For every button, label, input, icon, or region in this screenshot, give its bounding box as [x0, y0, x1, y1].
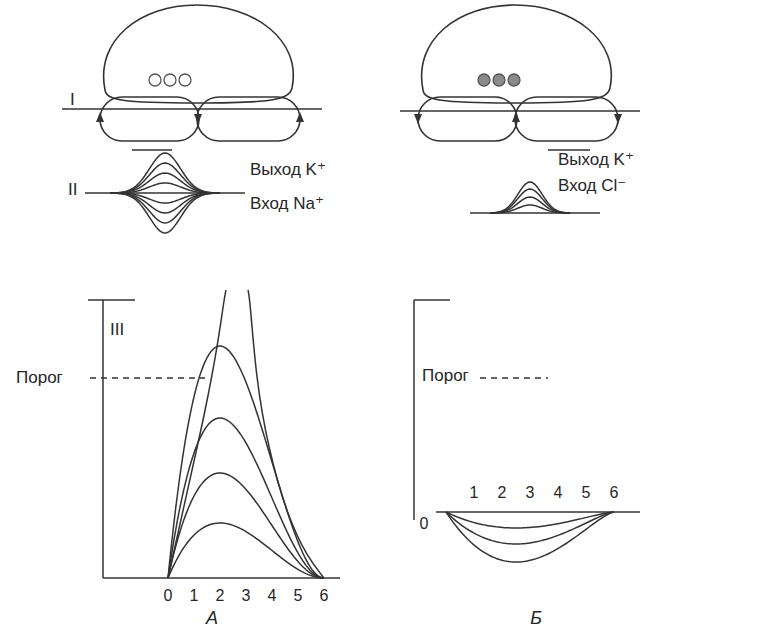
axis-tick: 2	[498, 484, 507, 502]
y-axis	[413, 300, 415, 520]
arrowhead-up	[512, 112, 520, 122]
axis-tick: 3	[526, 484, 535, 502]
axis-tick: 4	[554, 484, 563, 502]
panel-letter: А	[206, 608, 218, 629]
current-trace	[110, 163, 220, 193]
current-loop	[197, 97, 300, 141]
epsp-trace	[168, 523, 324, 578]
current-loop	[418, 97, 517, 141]
vesicle-open	[179, 74, 191, 86]
axis-tick: 6	[320, 587, 329, 605]
axis-tick: 1	[470, 484, 479, 502]
ipsp-trace	[446, 512, 614, 528]
epsp-trace	[168, 473, 324, 578]
ipsp-trace	[446, 512, 614, 562]
current-baseline	[85, 192, 245, 194]
presynaptic-terminal	[422, 5, 612, 103]
threshold-label: Порог	[422, 366, 469, 386]
arrowhead-down	[194, 114, 202, 124]
axis-tick: 5	[294, 587, 303, 605]
current-trace	[110, 193, 220, 213]
row-label: I	[70, 90, 75, 110]
ion-flow-label: Вход Cl⁻	[558, 176, 626, 196]
epsp-trace	[168, 418, 324, 578]
threshold-line	[480, 377, 548, 379]
x-axis	[103, 577, 340, 579]
threshold-label: Порог	[16, 368, 63, 388]
current-trace	[110, 193, 220, 233]
axis-tick: 2	[216, 587, 225, 605]
arrowhead-up	[296, 112, 304, 122]
threshold-line	[90, 377, 205, 379]
y-axis	[102, 300, 104, 578]
top-tick	[414, 299, 450, 301]
vesicle-filled	[508, 74, 520, 86]
current-baseline	[470, 212, 600, 214]
row-label: III	[110, 320, 124, 340]
vesicle-filled	[478, 74, 490, 86]
spike-trace	[168, 290, 226, 578]
current-trace	[110, 193, 220, 223]
axis-tick: 1	[190, 587, 199, 605]
current-trace	[110, 153, 220, 193]
presynaptic-terminal	[104, 5, 294, 103]
row-label: II	[68, 180, 77, 200]
axis-tick: 4	[268, 587, 277, 605]
top-tick	[88, 299, 135, 301]
current-loop	[515, 97, 618, 141]
axis-tick: 5	[582, 484, 591, 502]
underline-mark	[132, 149, 172, 151]
axis-tick: 6	[610, 484, 619, 502]
arrowhead-down	[614, 114, 622, 124]
ion-flow-label: Вход Na⁺	[250, 194, 324, 214]
axis-tick: 0	[164, 587, 173, 605]
vesicle-open	[164, 74, 176, 86]
axis-tick: 3	[242, 587, 251, 605]
current-trace	[110, 173, 220, 193]
ion-flow-label: Выход K⁺	[558, 150, 634, 170]
arrowhead-up	[96, 112, 104, 122]
ion-flow-label: Выход K⁺	[250, 160, 326, 180]
panel-letter: Б	[530, 608, 542, 629]
vesicle-open	[149, 74, 161, 86]
membrane-line	[62, 108, 322, 110]
axis-tick: 0	[420, 515, 429, 533]
membrane-line	[400, 110, 640, 112]
current-loop	[100, 97, 199, 141]
vesicle-filled	[493, 74, 505, 86]
arrowhead-down	[414, 114, 422, 124]
spike-trace	[248, 290, 324, 578]
